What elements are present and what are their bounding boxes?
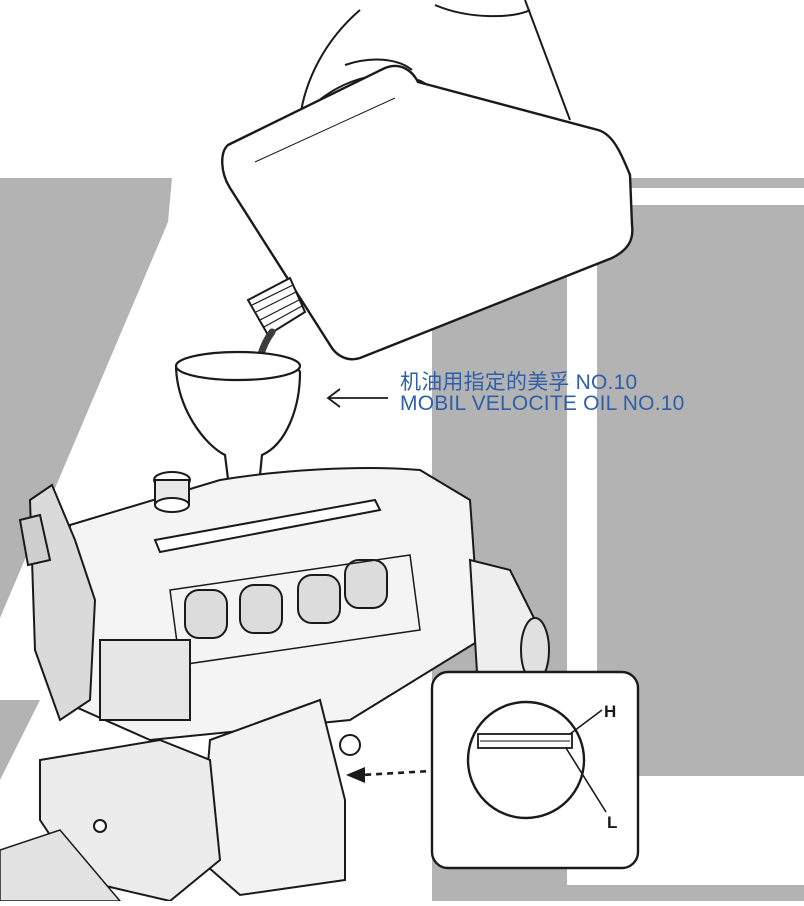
- gauge-low-mark: L: [607, 813, 618, 832]
- gauge-window-icon: [430, 670, 640, 870]
- watermark-letter-a-leg: [0, 700, 40, 780]
- oil-spec-english: MOBIL VELOCITE OIL NO.10: [400, 392, 685, 415]
- pointer-arrow-icon: [326, 388, 388, 408]
- oil-spec-chinese: 机油用指定的美孚 NO.10: [400, 371, 638, 394]
- oil-cup-icon: [174, 350, 302, 504]
- sewing-machine-icon: [0, 467, 550, 903]
- tension-knobs: [184, 559, 388, 639]
- gauge-high-mark: H: [604, 702, 617, 721]
- oil-bottle-icon: [221, 64, 634, 361]
